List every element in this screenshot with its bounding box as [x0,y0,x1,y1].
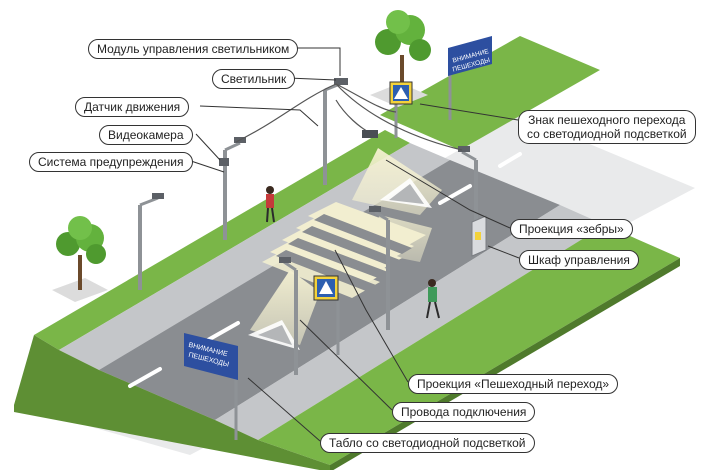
grass-left [34,130,410,350]
callout-crossing-projection: Проекция «Пешеходный переход» [408,374,619,394]
street-lamp-icon [374,210,390,330]
callout-warning-system: Система предупреждения [29,152,193,172]
callout-led-board: Табло со светодиодной подсветкой [320,433,535,453]
callout-crossing-sign: Знак пешеходного перехода со светодиодно… [518,110,696,144]
projection-triangle-bottom [248,320,300,350]
callout-crossing-sign-line1: Знак пешеходного перехода [528,113,686,127]
callout-lamp: Светильник [212,69,296,89]
callout-motion-sensor: Датчик движения [75,97,190,117]
crossing-sign-icon [313,275,339,301]
callout-connection-wires: Провода подключения [392,402,536,422]
control-cabinet-icon [471,215,487,257]
street-lamp-icon [283,260,298,375]
lane-markings [128,152,522,388]
callout-zebra-projection: Проекция «зебры» [510,219,633,239]
camera-icon [362,130,378,138]
tree-icon [52,216,108,302]
crossing-sign-icon [389,81,413,105]
grass-right [258,225,680,465]
pedestrian-icon [266,186,275,223]
callout-control-cabinet: Шкаф управления [519,250,639,270]
pedestrian-icon [426,279,440,319]
leader-lines [187,47,520,442]
callout-camera: Видеокамера [99,125,193,145]
grass-top [380,36,600,150]
callout-crossing-sign-line2: со светодиодной подсветкой [527,127,687,141]
overhead-wires [235,83,463,151]
street-lamp-icon [138,196,159,290]
callout-control-module: Модуль управления светильником [88,39,299,59]
projection-triangle-top [380,178,432,208]
sidewalk-lower [215,205,605,440]
led-board-right: ВНИМАНИЕ ПЕШЕХОДЫ [448,36,492,76]
led-board-left: ВНИМАНИЕ ПЕШЕХОДЫ [184,333,238,380]
